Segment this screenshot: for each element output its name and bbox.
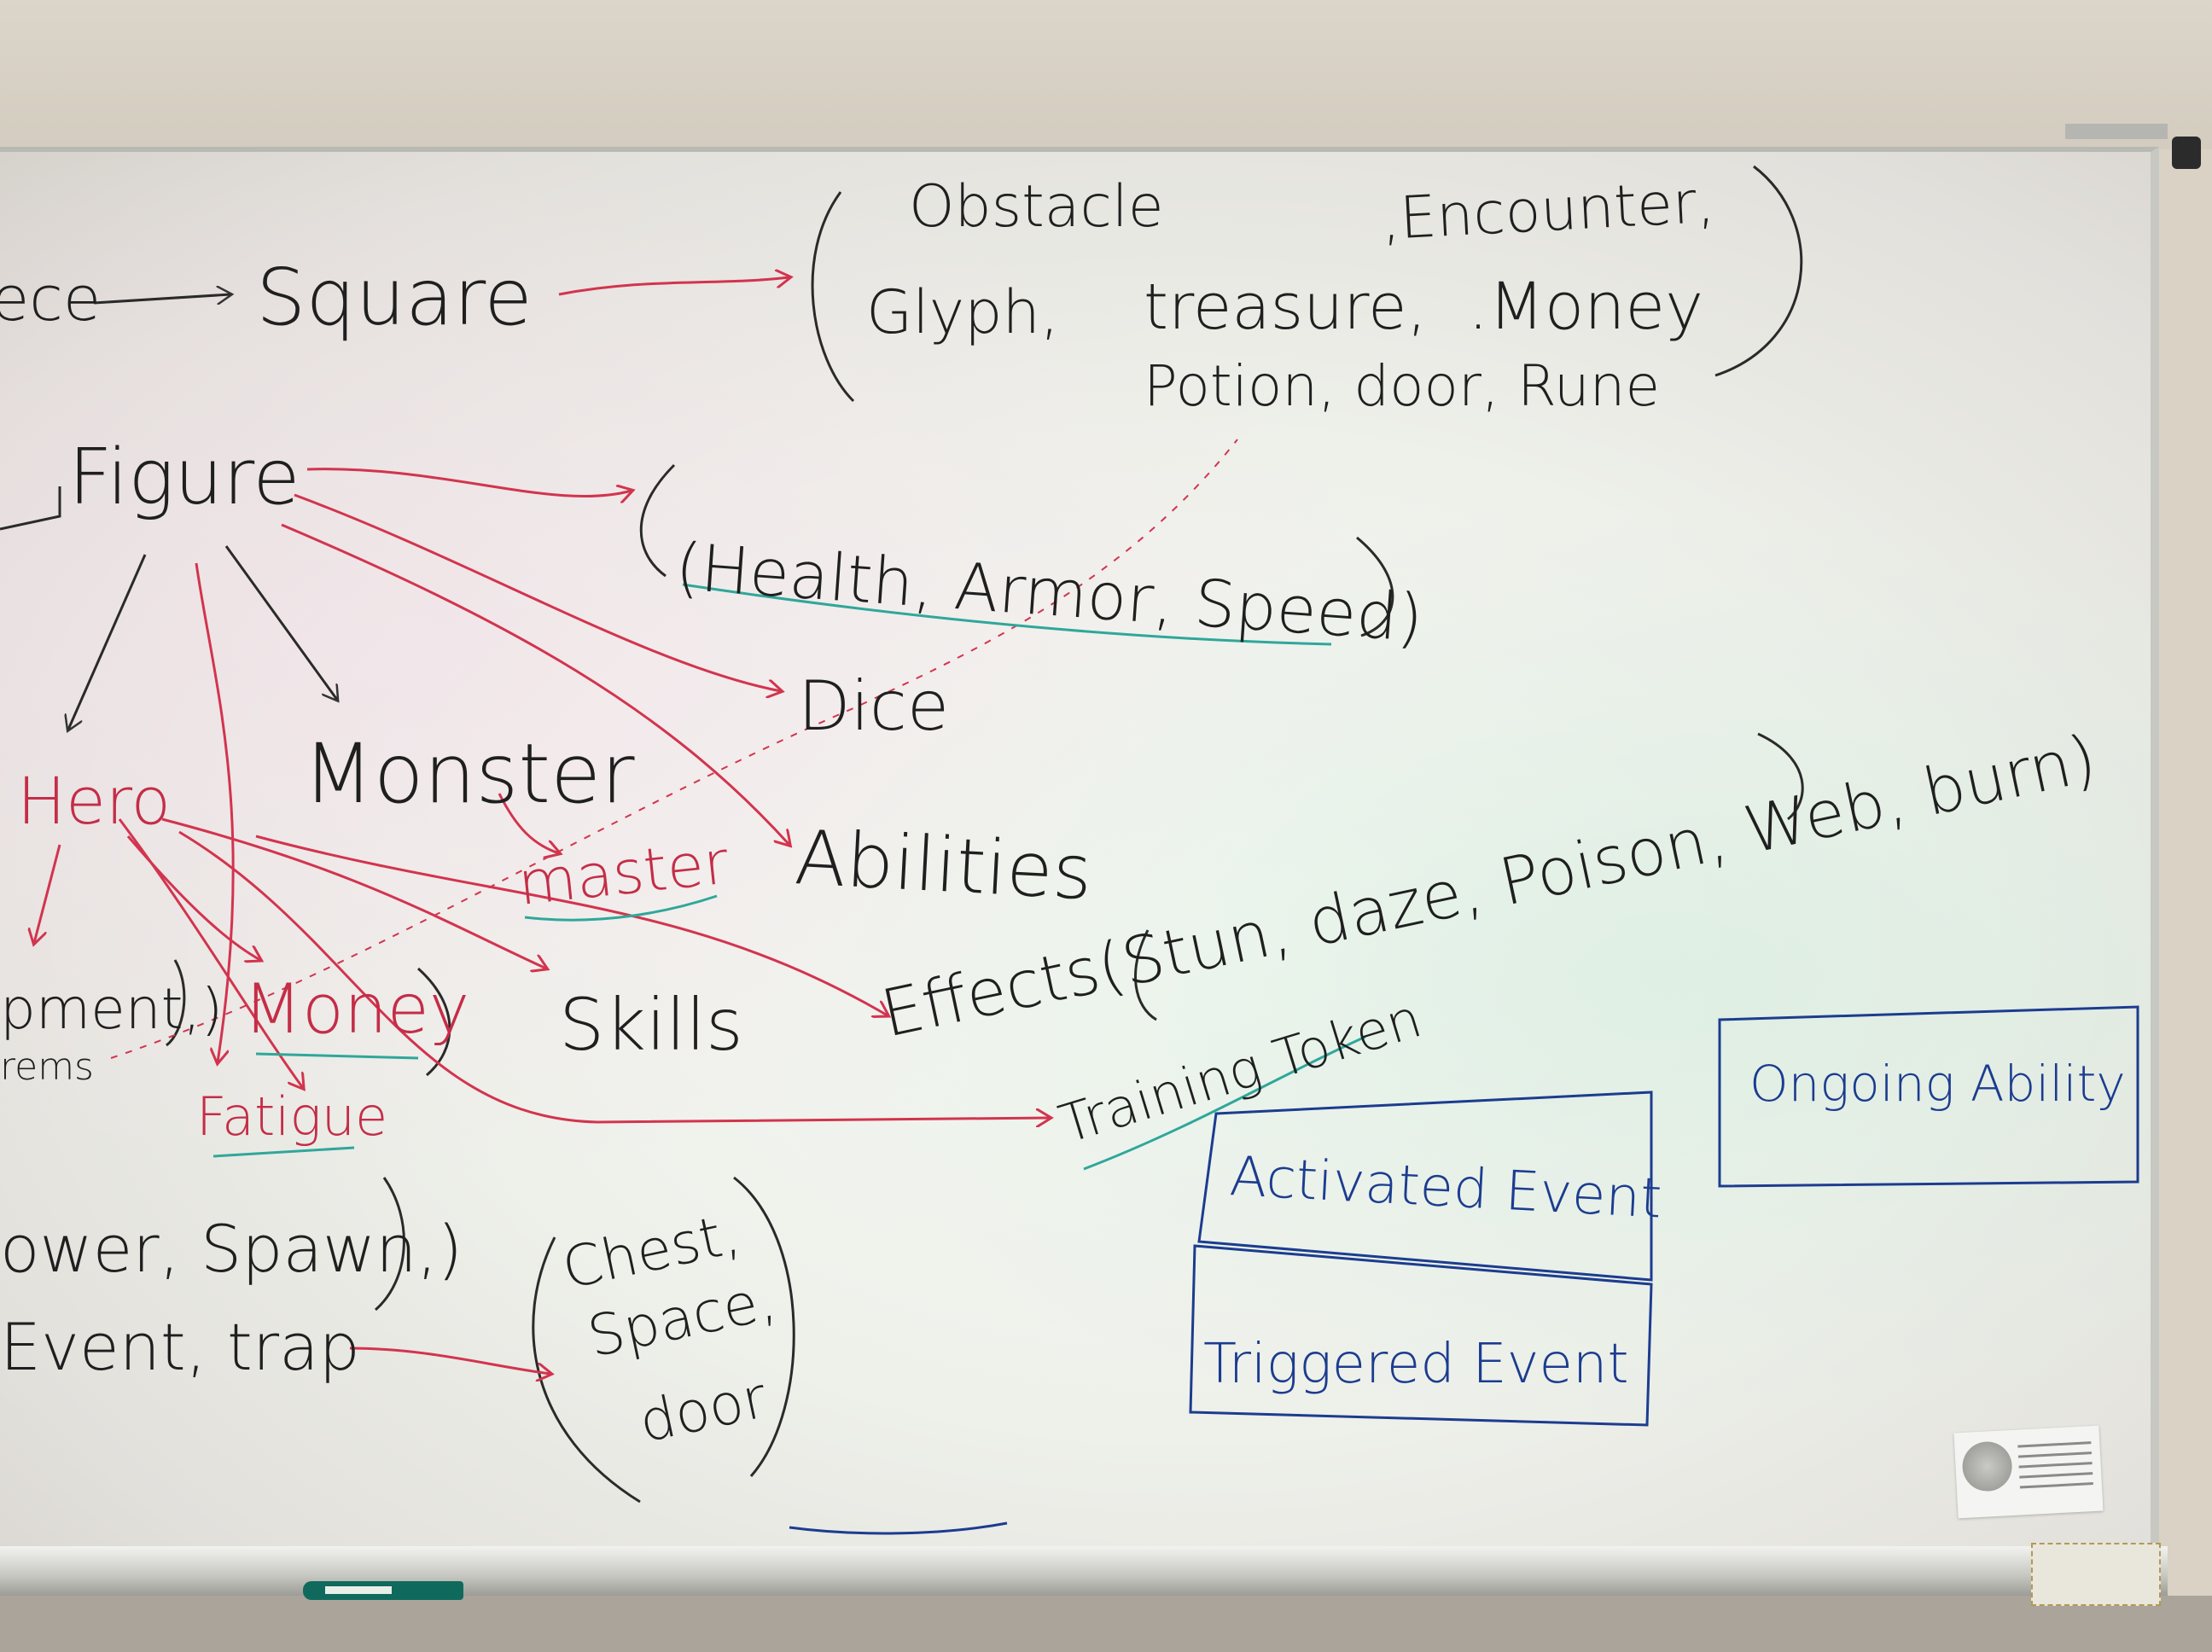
box-triggered-event [1189, 1244, 1653, 1427]
word-encounter: ,Encounter, [1380, 169, 1717, 253]
bracket-close-square [1714, 165, 1803, 377]
word-obstacle: Obstacle [909, 173, 1164, 241]
underline-training [1083, 1035, 1366, 1171]
paren-close-money [416, 967, 451, 1077]
dashed-line-items [110, 439, 1238, 1059]
arrow-hero-down [34, 844, 61, 943]
box-activated-event [1197, 1091, 1653, 1282]
word-door: door [633, 1364, 772, 1456]
word-activated: Activated Event [1228, 1145, 1663, 1230]
word-hero: Hero [17, 763, 171, 839]
arrow-square-obstacles [558, 277, 789, 296]
word-potion: Potion, door, Rune [1144, 353, 1660, 419]
word-items: rems [0, 1045, 94, 1089]
arrow-figure-stats [306, 468, 632, 497]
word-skills: Skills [559, 983, 743, 1067]
underline-stats [682, 583, 1332, 646]
arrow-figure-effects [255, 835, 888, 1015]
word-money-top: .Money [1468, 268, 1703, 344]
board-clip [2065, 124, 2168, 139]
arrow-figure-dice [294, 493, 781, 691]
word-ongoing: Ongoing Ability [1749, 1055, 2126, 1113]
arrow-hero-money [126, 835, 260, 960]
wall-below [0, 1596, 2212, 1652]
bracket-open-square [811, 191, 855, 403]
arrow-hero-skills [161, 817, 546, 969]
word-event-trap: Event, trap [0, 1309, 360, 1385]
word-glyph: Glyph, [866, 277, 1059, 347]
word-master: master [515, 828, 731, 919]
paren-close-effects [1757, 732, 1804, 821]
underline-fatigue [212, 1146, 355, 1158]
word-fatigue: Fatigue [196, 1085, 387, 1148]
word-monster: Monster [303, 726, 635, 822]
word-money: Money [243, 969, 469, 1049]
underline-master [524, 894, 718, 922]
paren-close-equipment [166, 959, 186, 1047]
board-corner-cap [2172, 137, 2201, 169]
paren-close-power [375, 1177, 405, 1312]
word-treasure: treasure, [1144, 270, 1427, 344]
word-power-spawn: ower, Spawn,) [0, 1211, 463, 1287]
dry-erase-marker [303, 1581, 463, 1600]
word-ece: ece [0, 263, 101, 334]
arrow-ece-square [93, 294, 230, 303]
blue-stray-line [789, 1521, 1008, 1535]
underline-money [255, 1052, 419, 1060]
word-abilities: Abilities [793, 813, 1094, 916]
word-triggered: Triggered Event [1203, 1333, 1629, 1396]
arrow-figure-monster [224, 545, 337, 700]
paren-close-chest [733, 1176, 795, 1477]
paren-open-stats [639, 463, 676, 578]
arrow-monster-master [498, 793, 559, 853]
word-dice: Dice [798, 666, 949, 746]
arrow-figure-abilities [281, 523, 789, 845]
word-stats: (Health, Armor, Speed) [673, 528, 1425, 656]
tray-tag [2031, 1543, 2161, 1606]
paren-open-effects [1134, 929, 1157, 1021]
word-figure: Figure [68, 433, 300, 522]
word-training: Training Token [1052, 986, 1429, 1155]
arrow-hero-training [178, 830, 1050, 1122]
arrow-figure-money [195, 562, 235, 1062]
arrow-figure-hero [68, 554, 147, 730]
arrow-trap-chest [349, 1347, 550, 1374]
word-equipment: pment,) [0, 976, 223, 1042]
box-ongoing-ability [1718, 1005, 2139, 1188]
paren-close-stats [1356, 536, 1394, 637]
word-square: Square [256, 252, 533, 343]
wall [0, 0, 2212, 149]
line-figure-left [0, 486, 61, 531]
